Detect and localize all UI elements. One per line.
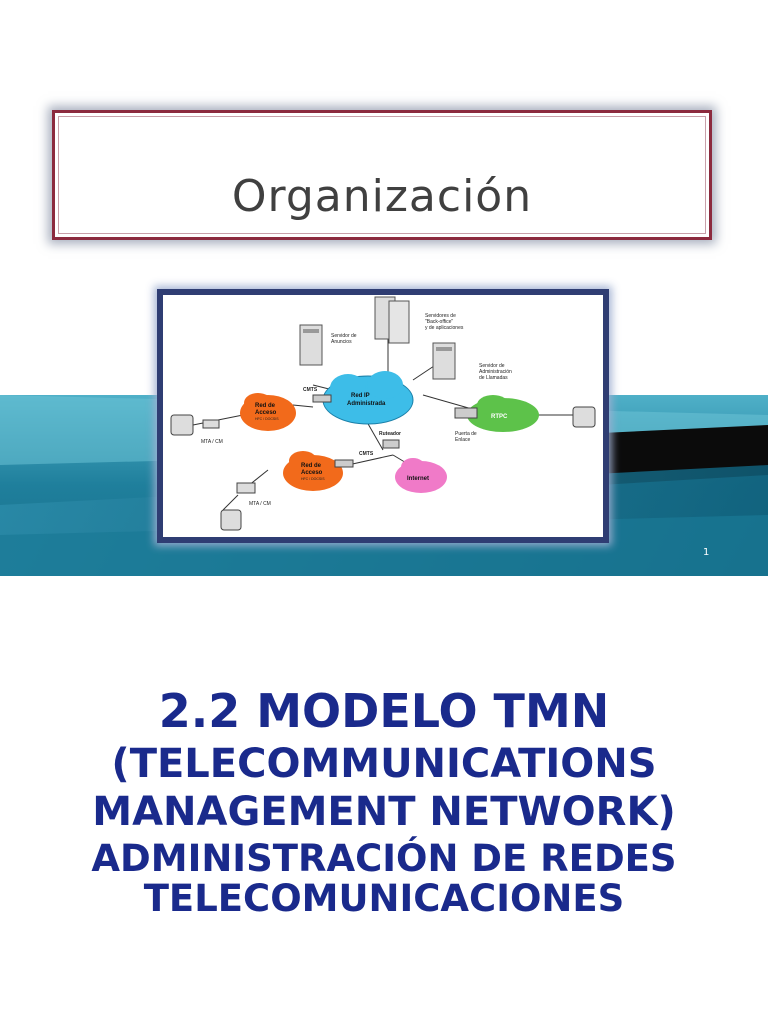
heading-line-1: 2.2 MODELO TMN [158,684,610,738]
label-red-ip-1: Red IP [351,393,370,399]
label-servidor-anuncios-2: Anuncios [331,339,352,345]
label-red-acceso-1b: Acceso [255,410,277,416]
network-diagram-svg: Servidor de Anuncios Servidores de "Back… [170,296,596,531]
rtpc-cloud [467,395,539,432]
label-servidor-admin-2: Administración [479,369,512,375]
phone-icon [572,406,596,428]
slide-title: Organización [231,171,533,222]
label-servidores-3: y de aplicaciones [425,325,464,331]
server-rack-icon [374,296,410,344]
modem-icon [202,419,220,429]
label-mta-2: MTA / CM [249,501,271,507]
cmts-device-icon [312,394,332,403]
heading-line-2: (TELECOMMUNICATIONS [111,741,657,787]
server-icon [432,342,456,380]
label-servidor-admin-1: Servidor de [479,363,505,369]
access-network-cloud [283,451,343,491]
label-cmts-2: CMTS [359,451,374,457]
ip-network-cloud [322,371,414,425]
label-puerta-2: Enlace [455,437,471,443]
heading-line-5: TELECOMUNICACIONES [143,877,625,920]
label-red-acceso-2b: Acceso [301,470,323,476]
slide-number: 1 [703,547,710,558]
label-rtpc: RTPC [491,414,508,420]
label-puerta-1: Puerta de [455,431,477,437]
slide-1: Organización [0,110,768,576]
label-red-acceso-1a: Red de [255,403,276,409]
label-red-acceso-2a: Red de [301,463,322,469]
label-red-acceso-1c: HFC / DOCSIS [255,417,279,421]
label-servidores-1: Servidores de [425,313,456,319]
heading-line-3: MANAGEMENT NETWORK) [92,789,676,835]
internet-cloud [395,458,447,493]
label-internet: Internet [407,476,429,482]
slide-2: 2.2 MODELO TMN (TELECOMMUNICATIONS MANAG… [0,600,768,1024]
access-network-cloud [240,393,296,431]
router-icon [382,439,400,449]
label-mta-1: MTA / CM [201,439,223,445]
slide-heading: 2.2 MODELO TMN (TELECOMMUNICATIONS MANAG… [0,688,768,917]
server-icon [299,324,323,366]
label-red-ip-2: Administrada [347,401,386,407]
phone-icon [220,509,242,531]
network-diagram-frame: Servidor de Anuncios Servidores de "Back… [157,289,609,543]
modem-icon [236,482,256,494]
label-ruteador: Ruteador [379,431,401,437]
label-servidor-anuncios-1: Servidor de [331,333,357,339]
title-box: Organización [52,110,712,240]
label-servidores-2: "Back-office" [425,319,453,325]
label-red-acceso-2c: HFC / DOCSIS [301,477,325,481]
label-servidor-admin-3: de Llamadas [479,375,508,381]
cmts-device-icon [334,459,354,468]
network-diagram: Servidor de Anuncios Servidores de "Back… [163,295,603,537]
phone-icon [170,414,194,436]
gateway-icon [454,407,478,419]
heading-line-4: ADMINISTRACIÓN DE REDES [91,837,677,880]
label-cmts-1: CMTS [303,387,318,393]
